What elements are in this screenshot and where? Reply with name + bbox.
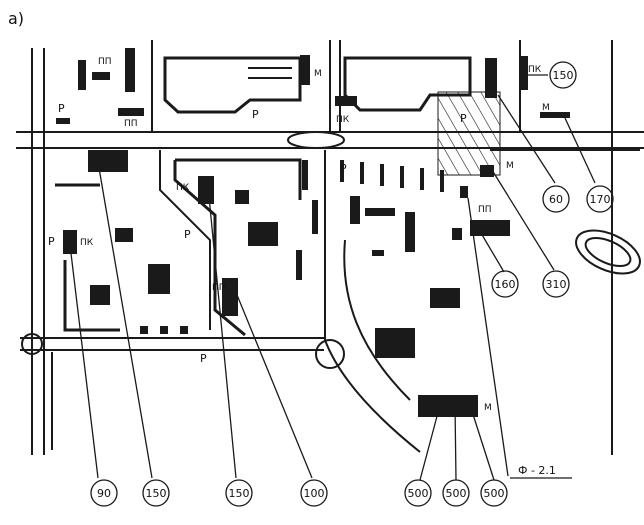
panel-label: а)	[8, 9, 24, 28]
map-text-labels: ПП ПП Р Р М ПК ПК М Р ПК Р Р ПК ПП Р Р М…	[48, 57, 550, 413]
svg-text:ПК: ПК	[336, 115, 350, 125]
svg-text:60: 60	[549, 193, 563, 206]
svg-text:310: 310	[546, 278, 567, 291]
small-buildings	[56, 60, 570, 358]
callout-170: 170	[586, 185, 614, 213]
svg-text:150: 150	[229, 487, 250, 500]
building-blocks	[55, 56, 472, 337]
callout-500-b: 500	[442, 479, 470, 507]
svg-text:Р: Р	[58, 102, 65, 115]
callout-100: 100	[300, 479, 328, 507]
svg-text:Р: Р	[460, 112, 467, 125]
callout-150-a: 150	[142, 479, 170, 507]
callout-150-b: 150	[225, 479, 253, 507]
row-houses	[140, 160, 444, 334]
svg-text:500: 500	[446, 487, 467, 500]
callout-310: 310	[542, 270, 570, 298]
svg-text:Р: Р	[48, 235, 55, 248]
svg-text:ПП: ПП	[98, 57, 112, 67]
legend-reference: Ф - 2.1	[510, 464, 572, 479]
stadium	[575, 229, 641, 275]
parking-lots	[63, 48, 528, 417]
svg-text:160: 160	[495, 278, 516, 291]
svg-text:ПП: ПП	[124, 119, 138, 129]
callout-60: 60	[542, 185, 570, 213]
svg-text:90: 90	[97, 487, 111, 500]
roundabouts	[21, 131, 345, 369]
svg-text:150: 150	[146, 487, 167, 500]
svg-text:М: М	[506, 161, 514, 171]
svg-text:ПП: ПП	[478, 205, 492, 215]
hatched-zone	[437, 91, 501, 176]
svg-text:ПК: ПК	[176, 183, 190, 193]
callout-500-a: 500	[404, 479, 432, 507]
svg-text:100: 100	[304, 487, 325, 500]
callout-160: 160	[491, 270, 519, 298]
svg-text:500: 500	[408, 487, 429, 500]
svg-text:ПП: ПП	[212, 283, 226, 293]
svg-text:Ф - 2.1: Ф - 2.1	[518, 464, 556, 477]
roads	[16, 40, 644, 455]
svg-text:Р: Р	[252, 108, 259, 121]
svg-text:Р: Р	[184, 228, 191, 241]
svg-text:500: 500	[484, 487, 505, 500]
svg-text:Р: Р	[340, 162, 347, 175]
svg-text:150: 150	[553, 69, 574, 82]
svg-text:ПК: ПК	[80, 238, 94, 248]
svg-text:ПК: ПК	[528, 65, 542, 75]
svg-text:Р: Р	[200, 352, 207, 365]
callout-90: 90	[90, 479, 118, 507]
svg-text:М: М	[542, 103, 550, 113]
svg-text:М: М	[314, 69, 322, 79]
svg-text:170: 170	[590, 193, 611, 206]
callout-150-c: 150	[549, 61, 577, 89]
leader-lines	[69, 74, 596, 481]
callout-group: 90 150 150 100 500 500 500 60	[90, 61, 614, 507]
callout-500-c: 500	[480, 479, 508, 507]
svg-text:М: М	[484, 403, 492, 413]
